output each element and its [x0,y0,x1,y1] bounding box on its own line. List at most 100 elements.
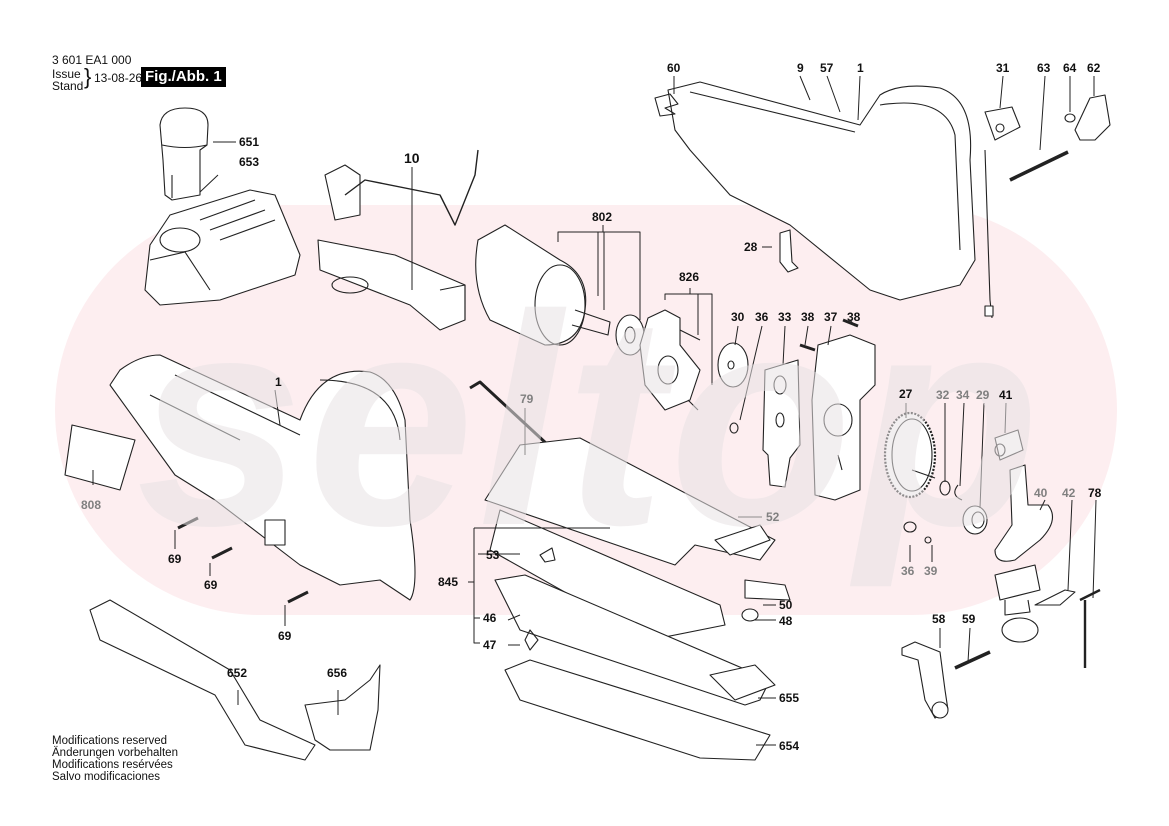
allen-key-79 [469,380,577,472]
part-label: 53 [486,548,500,562]
plate-33 [762,359,801,488]
part-label: 36 [901,564,915,578]
part-label: 50 [779,598,793,612]
part-label: 34 [956,388,970,402]
part-label: 62 [1087,61,1101,75]
part-code: 3 601 EA1 000 [52,53,132,67]
bushing-29 [962,505,988,535]
part-label: 79 [520,392,534,406]
part-label: 1 [857,61,864,75]
part-label: 46 [483,611,497,625]
lever-42 [1034,589,1076,606]
chip-guard [304,664,381,751]
part-label: 653 [239,155,260,169]
part-label: 69 [204,578,218,592]
extraction-nozzle [89,599,316,761]
issue-date: 13-08-26 [94,71,143,85]
part-label: 802 [592,210,613,224]
holder-62 [1074,94,1111,141]
part-label: 808 [81,498,102,512]
part-label: 60 [667,61,681,75]
footer-line: Modifications reserved [52,735,168,747]
label-808 [64,424,136,491]
part-label: 9 [797,61,804,75]
part-label: 651 [239,135,260,149]
part-label: 42 [1062,486,1076,500]
pin-59 [954,650,991,670]
part-label: 58 [932,612,946,626]
part-label: 59 [962,612,976,626]
battery-charger [144,189,301,306]
part-label: 41 [999,388,1013,402]
part-label: 33 [778,310,792,324]
ring-39 [924,536,932,544]
screw-69b [211,546,233,560]
roller-41 [994,429,1024,461]
stand-label: Stand [52,79,84,93]
part-label: 64 [1063,61,1077,75]
washer-36 [729,422,739,434]
part-label: 36 [755,310,769,324]
switch-assembly [317,149,479,331]
screw-69a [177,516,199,530]
part-label: 38 [847,310,861,324]
part-label: 1 [275,375,282,389]
pin-64 [1064,113,1076,123]
issue-stand-labels: Issue Stand [52,68,83,92]
footer-notes: Modifications reserved Änderungen vorbeh… [52,735,178,783]
part-label: 654 [779,739,800,753]
part-label: 40 [1034,486,1048,500]
screw-69c [287,590,309,604]
bearing-bracket [639,309,701,411]
part-label: 32 [936,388,950,402]
part-label: 63 [1037,61,1051,75]
part-label: 69 [168,552,182,566]
bracket-58 [901,641,949,719]
part-label: 52 [766,510,780,524]
part-label: 656 [327,666,348,680]
part-label: 69 [278,629,292,643]
part-label: 29 [976,388,990,402]
part-label: 78 [1088,486,1102,500]
battery-pack [159,107,209,201]
footer-line: Änderungen vorbehalten [52,747,178,759]
footer-line: Salvo modificaciones [52,771,161,783]
guide-block-37 [799,318,876,501]
clip-60 [654,93,679,117]
part-label: 652 [227,666,248,680]
part-label: 28 [744,240,758,254]
part-label: 31 [996,61,1010,75]
base-plate [484,437,791,761]
part-label: 655 [779,691,800,705]
part-label: 57 [820,61,834,75]
rod-63 [1009,150,1069,182]
housing-half-left [109,354,416,601]
leader-lines [557,225,713,385]
gear-27 [883,411,937,499]
housing-half-right [667,81,994,319]
part-label: 27 [899,387,913,401]
clip-28 [779,229,799,273]
part-label: 845 [438,575,459,589]
washer-36b [903,521,917,533]
part-label: 38 [801,310,815,324]
issue-label: Issue [52,67,81,81]
part-label: 39 [924,564,938,578]
figure-badge: Fig./Abb. 1 [141,67,226,87]
part-label: 30 [731,310,745,324]
part-label: 826 [679,270,700,284]
part-label: 47 [483,638,497,652]
part-label: 10 [404,150,420,166]
washer-30 [717,342,749,388]
lever-40 [994,464,1054,643]
circlip-34 [954,484,963,501]
part-label: 37 [824,310,838,324]
part-label: 48 [779,614,793,628]
nut-31 [984,106,1021,141]
brace: } [84,64,92,89]
label-leaders [92,75,1097,746]
allen-key-78 [1079,588,1101,668]
footer-line: Modifications resérvées [52,759,173,771]
motor [475,224,645,356]
